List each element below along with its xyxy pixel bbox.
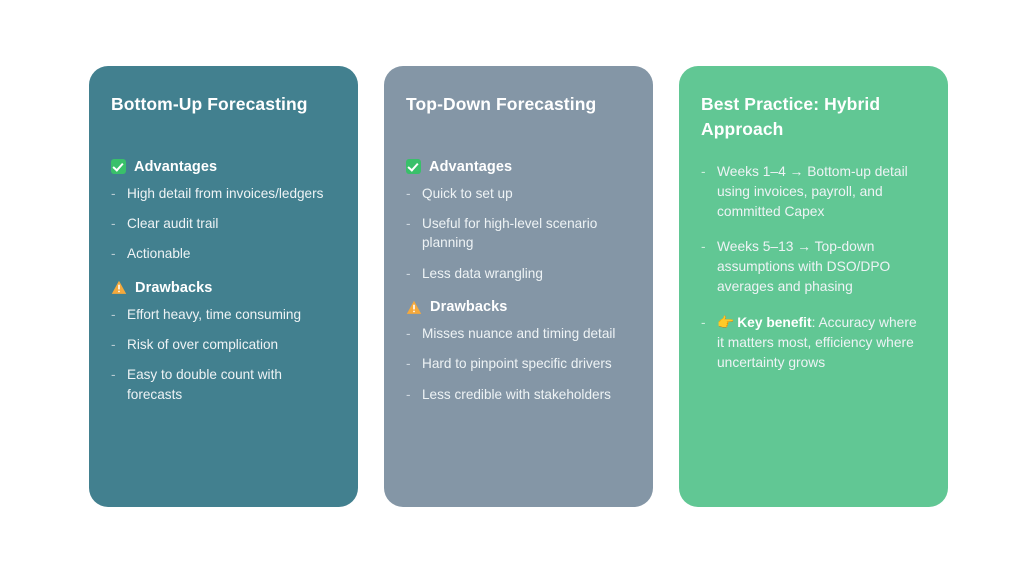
card-bottom-up-forecasting: Bottom-Up Forecasting Advantages - High … — [89, 66, 358, 507]
list-item: - Easy to double count with forecasts — [111, 365, 336, 404]
bullet-dash: - — [406, 386, 411, 402]
list-item: - Effort heavy, time consuming — [111, 305, 336, 324]
key-benefit-label: Key benefit — [737, 314, 812, 330]
bullet-dash: - — [111, 337, 116, 353]
section-drawbacks: Drawbacks - Effort heavy, time consuming… — [111, 280, 336, 404]
bullet-text: Misses nuance and timing detail — [422, 326, 616, 342]
list-item: - Actionable — [111, 244, 336, 263]
card-row: Bottom-Up Forecasting Advantages - High … — [89, 66, 951, 507]
section-drawbacks: Drawbacks - Misses nuance and timing det… — [406, 299, 631, 404]
bullet-text: Actionable — [127, 246, 191, 262]
bullet-dash: - — [406, 185, 411, 201]
section-label: Advantages — [134, 158, 218, 175]
bullet-text: Risk of over complication — [127, 337, 279, 353]
card-best-practice-hybrid-approach: Best Practice: Hybrid Approach - Weeks 1… — [679, 66, 948, 507]
bullet-dash: - — [701, 314, 706, 330]
section-label: Advantages — [429, 158, 513, 175]
pointing-right-icon: 👉 — [717, 314, 735, 330]
bullet-dash: - — [701, 239, 706, 255]
card-title: Bottom-Up Forecasting — [111, 94, 308, 114]
section-advantages: Advantages - Quick to set up - Useful fo… — [406, 159, 631, 283]
bullet-text: Weeks 5–13 → Top-down assumptions with D… — [717, 239, 891, 295]
section-label: Drawbacks — [430, 299, 508, 316]
bullet-list: - Effort heavy, time consuming - Risk of… — [111, 305, 336, 404]
bullet-dash: - — [111, 246, 116, 262]
bullet-dash: - — [701, 163, 706, 179]
check-square-icon — [111, 159, 126, 175]
list-item: - Clear audit trail — [111, 214, 336, 233]
bullet-text: High detail from invoices/ledgers — [127, 185, 324, 201]
bullet-text: Easy to double count with forecasts — [127, 367, 282, 402]
bullet-list: - Quick to set up - Useful for high-leve… — [406, 184, 631, 283]
bullet-dash: - — [111, 216, 116, 232]
warning-triangle-icon — [111, 281, 127, 295]
bullet-dash: - — [111, 185, 116, 201]
bullet-dash: - — [406, 265, 411, 281]
bullet-text: Less data wrangling — [422, 265, 543, 281]
section-header: Drawbacks — [406, 299, 631, 315]
bullet-text: Effort heavy, time consuming — [127, 306, 302, 322]
bullet-dash: - — [111, 367, 116, 383]
warning-triangle-icon — [406, 300, 422, 314]
list-item: - Risk of over complication — [111, 335, 336, 354]
card-title: Best Practice: Hybrid Approach — [701, 94, 881, 139]
list-item: - Misses nuance and timing detail — [406, 324, 631, 343]
bullet-text: Weeks 1–4 → Bottom-up detail using invoi… — [717, 163, 908, 219]
list-item: - High detail from invoices/ledgers — [111, 184, 336, 203]
section-advantages: Advantages - High detail from invoices/l… — [111, 159, 336, 264]
bullet-dash: - — [406, 216, 411, 232]
bullet-dash: - — [406, 356, 411, 372]
card-top-down-forecasting: Top-Down Forecasting Advantages - Quick … — [384, 66, 653, 507]
list-item-key-benefit: - 👉Key benefit: Accuracy where it matter… — [701, 313, 926, 373]
list-item: - Weeks 1–4 → Bottom-up detail using inv… — [701, 162, 926, 222]
list-item: - Weeks 5–13 → Top-down assumptions with… — [701, 237, 926, 297]
section-header: Advantages — [406, 159, 631, 175]
check-square-icon — [406, 159, 421, 175]
bullet-text: Useful for high-level scenario planning — [422, 216, 598, 251]
bullet-dash: - — [111, 306, 116, 322]
bullet-text: Quick to set up — [422, 185, 513, 201]
bullet-text: Less credible with stakeholders — [422, 386, 611, 402]
list-item: - Hard to pinpoint specific drivers — [406, 354, 631, 373]
section-hybrid-steps: - Weeks 1–4 → Bottom-up detail using inv… — [701, 162, 926, 388]
list-item: - Less credible with stakeholders — [406, 385, 631, 404]
section-header: Drawbacks — [111, 280, 336, 296]
card-title: Top-Down Forecasting — [406, 94, 597, 114]
list-item: - Useful for high-level scenario plannin… — [406, 214, 631, 253]
bullet-dash: - — [406, 326, 411, 342]
bullet-list: - Weeks 1–4 → Bottom-up detail using inv… — [701, 162, 926, 373]
list-item: - Quick to set up — [406, 184, 631, 203]
section-header: Advantages — [111, 159, 336, 175]
bullet-list: - High detail from invoices/ledgers - Cl… — [111, 184, 336, 264]
list-item: - Less data wrangling — [406, 264, 631, 283]
key-benefit-text: : Accuracy where it matters most, effici… — [717, 314, 917, 370]
bullet-text: Clear audit trail — [127, 216, 219, 232]
section-label: Drawbacks — [135, 279, 213, 296]
bullet-list: - Misses nuance and timing detail - Hard… — [406, 324, 631, 404]
bullet-text: Hard to pinpoint specific drivers — [422, 356, 612, 372]
bullet-text: 👉Key benefit: Accuracy where it matters … — [717, 313, 926, 373]
